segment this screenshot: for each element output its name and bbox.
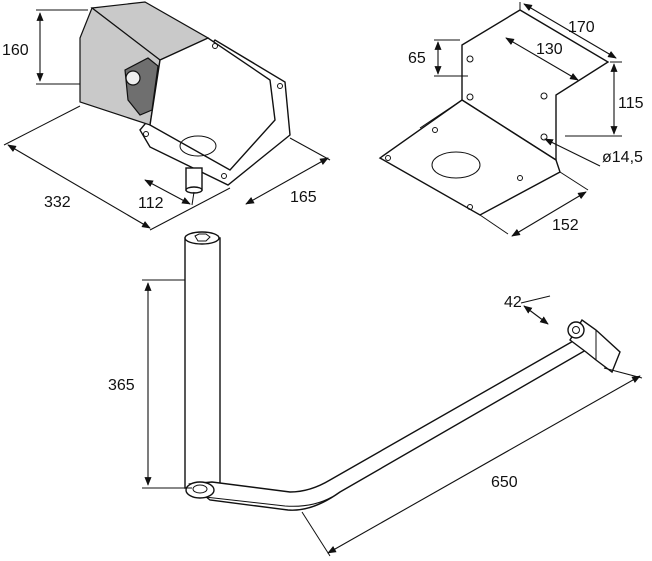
motor-dimension-lines (3, 9, 331, 231)
dimension-bracket-hole-diameter: ø14,5 (602, 149, 643, 166)
motor-unit-drawing (79, 1, 291, 194)
arm-lever-bar (188, 339, 588, 511)
lock-cylinder-icon (125, 70, 141, 86)
dimension-bracket-hole-depth: 65 (408, 50, 426, 67)
drive-arm-drawing (184, 231, 621, 511)
dimension-motor-width: 165 (290, 189, 317, 206)
dimension-bracket-width: 152 (552, 217, 579, 234)
dimension-arm-end-offset: 42 (504, 294, 522, 311)
arm-pivot (185, 481, 215, 499)
arm-dimension-lines (142, 279, 643, 557)
arm-end-nut (567, 321, 585, 339)
dimension-motor-length: 332 (44, 194, 71, 211)
bracket-dimension-lines (434, 2, 622, 237)
dimension-bracket-height: 115 (618, 95, 644, 112)
dimension-motor-height: 160 (2, 42, 29, 59)
dimension-bracket-hole-spacing: 130 (536, 41, 563, 58)
arm-vertical-shaft (184, 237, 221, 489)
mounting-bracket-drawing (378, 9, 610, 216)
dimension-motor-axis-offset: 112 (138, 195, 164, 212)
dimension-arm-shaft-height: 365 (108, 377, 135, 394)
motor-housing-front (149, 37, 276, 171)
bracket-center-hole (431, 151, 481, 179)
motor-shaft-hole (179, 135, 217, 157)
dimension-bracket-length: 170 (568, 19, 595, 36)
dimension-arm-length: 650 (491, 474, 518, 491)
